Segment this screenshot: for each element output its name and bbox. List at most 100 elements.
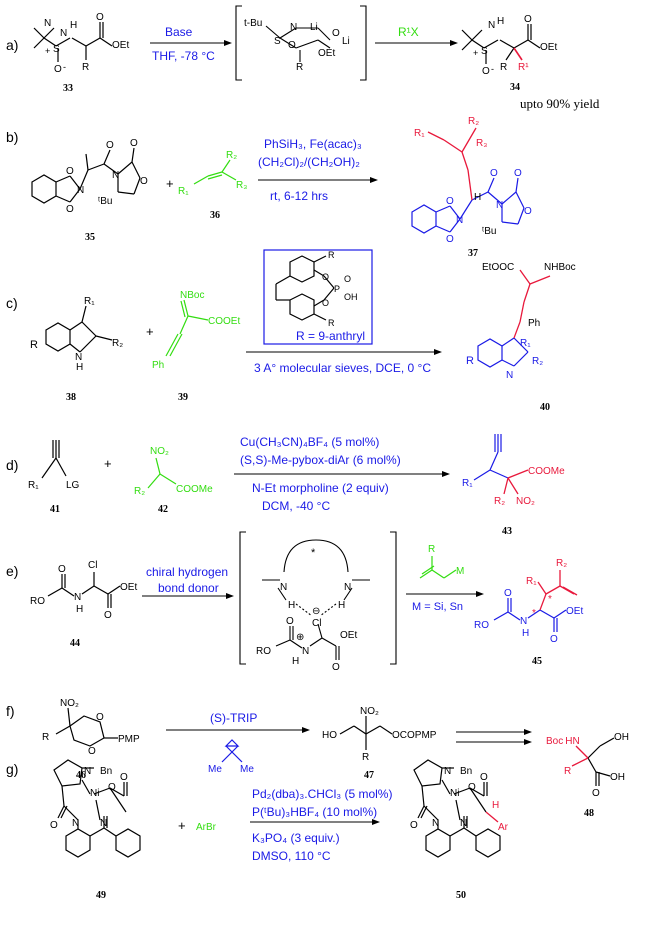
compound-40-r: R: [466, 355, 474, 367]
compound-37-structure: [411, 177, 525, 234]
panel-c-letter: c): [6, 295, 18, 311]
compound-35-o3: O: [106, 140, 114, 151]
compound-45-h: H: [522, 628, 529, 639]
catalyst-o1: O: [322, 272, 329, 282]
ts-chloride-minus: ⊖: [312, 606, 320, 617]
compound-50-n3: N: [460, 818, 467, 829]
compound-39-ph: Ph: [152, 360, 164, 371]
compound-50-ni: Ni: [450, 788, 459, 799]
compound-34-plus: +: [473, 48, 478, 58]
ts-h2: H: [338, 600, 345, 611]
compound-46-r: R: [42, 732, 49, 743]
compound-35-oxazolidinone-n: N: [112, 170, 119, 181]
compound-44-structure: [47, 572, 121, 608]
compound-40-r1: R₁: [520, 338, 531, 349]
compound-47-r: R: [362, 752, 369, 763]
compound-33-s: S: [53, 44, 60, 55]
compound-43-no2: NO₂: [516, 496, 535, 507]
intermediate-oet: OEt: [318, 48, 335, 59]
compound-36-r2: R₂: [226, 150, 237, 161]
compound-34-nh: N: [488, 20, 495, 31]
intermediate-n: N: [290, 22, 297, 33]
condition-c1: R = 9-anthryl: [296, 329, 365, 343]
compound-48-r-bond: [571, 757, 589, 767]
compound-45-o2: O: [550, 634, 558, 645]
compound-50-h: H: [492, 800, 499, 811]
intermediate-s: S: [274, 36, 281, 47]
compound-40-nhboc: NHBoc: [544, 262, 576, 273]
compound-38-r2: R₂: [112, 338, 123, 349]
panel-f: f) NO₂ R O O PMP 46 (S)-TRIP Me Me HO NO…: [6, 698, 629, 819]
compound-40-ph: Ph: [528, 318, 540, 329]
intermediate-o2: O: [288, 40, 296, 51]
compound-39-structure: [165, 299, 209, 357]
compound-35-o5: O: [140, 176, 148, 187]
compound-40-r2: R₂: [532, 356, 543, 367]
compound-34-o: O: [482, 66, 490, 77]
compound-48-amine-bond: [575, 745, 589, 759]
compound-37-r2: R₂: [468, 116, 479, 127]
compound-47-structure: [339, 716, 393, 750]
ts-o1: O: [286, 616, 294, 627]
arrowhead-c: [434, 349, 442, 355]
panel-b: b) N N O O O O O ᵗBu 35 + R₁ R₂ R₃ 36: [6, 116, 532, 259]
allyl-reagent-condition: M = Si, Sn: [412, 601, 463, 613]
compound-50-o2: O: [480, 772, 488, 783]
compound-45-star1: *: [548, 594, 552, 605]
compound-37-label: 37: [468, 248, 478, 259]
condition-e2: bond donor: [158, 581, 219, 595]
compound-48-bochn: Boc HN: [546, 736, 580, 747]
compound-42-label: 42: [158, 504, 168, 515]
compound-46-o1: O: [96, 712, 104, 723]
compound-48-o: O: [592, 788, 600, 799]
compound-34-oet: OEt: [540, 42, 557, 53]
intermediate-r: R: [296, 62, 303, 73]
compound-35-phthalimide-n: N: [77, 185, 84, 196]
compound-43-label: 43: [502, 526, 512, 537]
compound-33-carbonyl-o: O: [96, 12, 104, 23]
panel-g-letter: g): [6, 761, 18, 777]
compound-38-h: H: [76, 362, 83, 373]
arrowhead-f3: [524, 739, 532, 745]
compound-49-n1: N: [84, 766, 91, 777]
condition-thf: THF, -78 °C: [152, 49, 215, 63]
compound-43-coome: COOMe: [528, 466, 565, 477]
condition-b1: PhSiH₃, Fe(acac)₃: [264, 137, 362, 151]
plus-sign-d: +: [104, 456, 112, 471]
compound-41-lg: LG: [66, 480, 80, 491]
condition-base: Base: [165, 25, 193, 39]
condition-f1: (S)-TRIP: [210, 711, 257, 725]
compound-45-structure: [493, 598, 567, 632]
catalyst-o2: O: [322, 298, 329, 308]
compound-38-r: R: [30, 339, 38, 351]
arrowhead-g: [372, 819, 380, 825]
panel-d: d) R₁ LG 41 + NO₂ R₂ COOMe 42 Cu(CH₃CN)₄…: [6, 434, 565, 537]
plus-sign-g: +: [178, 818, 186, 833]
intermediate-li1: Li: [310, 22, 318, 33]
condition-g4: DMSO, 110 °C: [252, 849, 331, 863]
compound-45-n: N: [520, 616, 527, 627]
compound-50-n2: N: [432, 818, 439, 829]
compound-48-oh1: OH: [614, 732, 629, 743]
compound-42-coome: COOMe: [176, 484, 213, 495]
compound-43-r1: R₁: [462, 478, 473, 489]
ts-n: N: [302, 646, 309, 657]
compound-33-oet: OEt: [112, 40, 129, 51]
compound-33-structure: [33, 22, 113, 62]
panel-c: c) R R₁ R₂ N H 38 + NBoc COOEt Ph 39: [6, 249, 576, 413]
compound-45-r2: R₂: [556, 558, 567, 569]
compound-36-structure: [193, 159, 237, 185]
reagent-alkyl-halide: R¹X: [398, 25, 419, 39]
compound-45-label: 45: [532, 656, 542, 667]
arrowhead-b: [370, 177, 378, 183]
compound-36-r1: R₁: [178, 186, 189, 197]
compound-35-o1: O: [66, 166, 74, 177]
compound-50-o3: O: [410, 820, 418, 831]
compound-33-h: H: [70, 20, 77, 31]
compound-44-h: H: [76, 604, 83, 615]
dioxirane-me2: Me: [240, 764, 254, 775]
transition-state-bracket: [239, 531, 397, 665]
compound-40-n: N: [506, 370, 513, 381]
compound-37-o2: O: [446, 234, 454, 245]
allyl-reagent-m: M: [456, 566, 464, 577]
